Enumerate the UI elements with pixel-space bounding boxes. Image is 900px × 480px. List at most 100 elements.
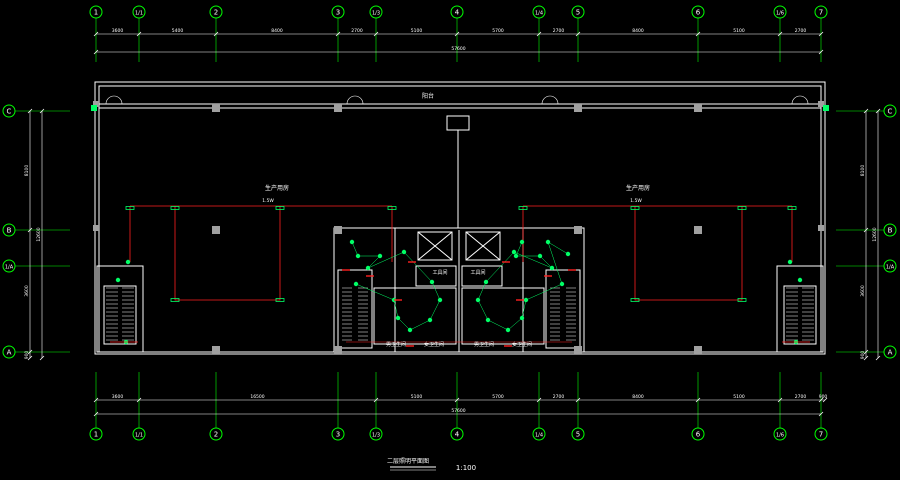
dim-top-text: 5100 bbox=[411, 28, 423, 34]
stair-right bbox=[776, 265, 824, 353]
dim-top-tick bbox=[213, 31, 219, 37]
dim-right-tick bbox=[863, 355, 869, 361]
axis-left-label: A bbox=[7, 349, 12, 357]
light-fixture bbox=[275, 298, 285, 302]
axis-top-label: 2 bbox=[214, 9, 218, 17]
axis-bottom-label: 2 bbox=[214, 431, 218, 439]
dim-top-text: 5100 bbox=[733, 28, 745, 34]
stair-left bbox=[96, 265, 144, 353]
stair-core-right bbox=[545, 269, 581, 349]
dim-bottom-total-tick bbox=[818, 411, 824, 417]
room-label-workshop-left: 生产用房 bbox=[265, 184, 289, 192]
axis-top-label: 1/6 bbox=[776, 11, 784, 17]
dim-top-text: 3600 bbox=[112, 28, 124, 34]
fixture-wire bbox=[429, 299, 441, 321]
dim-bottom-tick bbox=[93, 397, 99, 403]
dim-bottom-tick bbox=[373, 397, 379, 403]
tool-room-left bbox=[415, 265, 457, 287]
light-fixture bbox=[275, 206, 285, 210]
fixture-wire bbox=[525, 283, 563, 301]
fixture-dot bbox=[115, 277, 121, 283]
dim-top-total-text: 57600 bbox=[451, 46, 465, 52]
dim-top-tick bbox=[575, 31, 581, 37]
dim-right-text: 8100 bbox=[860, 165, 866, 177]
circuit-label-right: 1.5W bbox=[630, 198, 642, 204]
room-label-wc-left: 男卫生间 bbox=[386, 341, 406, 348]
fixture-wire bbox=[477, 299, 489, 321]
fixture-wire bbox=[521, 299, 527, 319]
axis-bottom-label: 3 bbox=[336, 431, 340, 439]
dim-bottom-tick bbox=[695, 397, 701, 403]
axis-top-label: 1/3 bbox=[372, 11, 380, 17]
room-label-tool-room-left: 工具间 bbox=[432, 269, 447, 276]
drawing-title: 二层照明平面图 bbox=[387, 458, 429, 465]
column bbox=[574, 104, 582, 112]
dim-top-tick bbox=[335, 31, 341, 37]
circuit-wire bbox=[634, 206, 743, 301]
light-fixture bbox=[737, 298, 747, 302]
column bbox=[212, 346, 220, 354]
fixture-wire bbox=[539, 255, 553, 269]
dim-top-tick bbox=[373, 31, 379, 37]
light-fixture bbox=[737, 206, 747, 210]
axis-top-label: 4 bbox=[455, 9, 460, 17]
stair-right-run bbox=[783, 285, 817, 345]
dim-bottom-tick bbox=[536, 397, 542, 403]
elevator-left-x bbox=[417, 231, 453, 261]
inner-wall bbox=[98, 85, 822, 353]
column bbox=[212, 226, 220, 234]
dim-left-total-tick bbox=[39, 108, 45, 114]
axis-bottom-label: 7 bbox=[819, 431, 823, 439]
room-label-balcony: 阳台 bbox=[422, 92, 434, 100]
dim-right-text: 3600 bbox=[860, 285, 866, 297]
light-fixture bbox=[125, 206, 135, 210]
dim-top-tick bbox=[93, 31, 99, 37]
dim-bottom-text: 5100 bbox=[733, 394, 745, 400]
dim-top-tick bbox=[536, 31, 542, 37]
drawing-scale: 1:100 bbox=[456, 464, 476, 472]
fixture-dot bbox=[787, 259, 793, 265]
door-swing bbox=[113, 95, 123, 105]
axis-bottom-label: 1/3 bbox=[372, 433, 380, 439]
dim-top-tick bbox=[454, 31, 460, 37]
dim-left-tick bbox=[27, 108, 33, 114]
axis-top-label: 5 bbox=[576, 9, 580, 17]
door-swing bbox=[799, 95, 809, 105]
dim-bottom-text: 2700 bbox=[553, 394, 565, 400]
column bbox=[818, 225, 824, 231]
fixture-wire bbox=[367, 251, 405, 269]
stair-core-left bbox=[337, 269, 373, 349]
dim-bottom-text: 5700 bbox=[492, 394, 504, 400]
axis-top-label: 1 bbox=[94, 9, 98, 17]
dim-bottom-total-text: 57600 bbox=[451, 408, 465, 414]
room-label-tool-room-right: 工具间 bbox=[470, 269, 485, 276]
dim-top-tick bbox=[136, 31, 142, 37]
room-label-workshop-right: 生产用房 bbox=[626, 184, 650, 192]
axis-top-label: 7 bbox=[819, 9, 823, 17]
dim-top-text: 8400 bbox=[632, 28, 644, 34]
dim-top-total-tick bbox=[818, 49, 824, 55]
light-fixture bbox=[630, 206, 640, 210]
dim-top-tick bbox=[695, 31, 701, 37]
fixture-wire bbox=[393, 299, 399, 319]
dim-top-text: 8400 bbox=[271, 28, 283, 34]
axis-bottom-label: 5 bbox=[576, 431, 580, 439]
wc-block-left bbox=[373, 287, 457, 345]
fixture-wire bbox=[515, 241, 523, 257]
dim-bottom-text: 5100 bbox=[411, 394, 423, 400]
stair-left-run bbox=[103, 285, 137, 345]
door-swing bbox=[346, 95, 356, 105]
door-swing bbox=[549, 95, 559, 105]
dim-top-total-tick bbox=[93, 49, 99, 55]
dim-right-tick bbox=[863, 108, 869, 114]
column bbox=[93, 101, 99, 107]
fixture-wire bbox=[507, 317, 523, 331]
dim-top-tick bbox=[777, 31, 783, 37]
fixture-dot bbox=[125, 259, 131, 265]
dim-top-text: 5700 bbox=[492, 28, 504, 34]
dim-bottom-text: 900 bbox=[819, 394, 828, 400]
axis-right-label: A bbox=[888, 349, 893, 357]
column bbox=[334, 104, 342, 112]
circuit-wire bbox=[174, 206, 281, 301]
axis-top-label: 3 bbox=[336, 9, 340, 17]
